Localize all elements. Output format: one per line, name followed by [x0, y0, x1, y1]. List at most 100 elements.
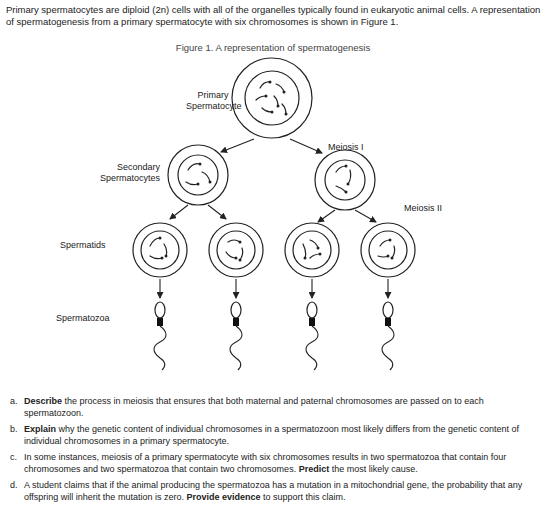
- centromere: [159, 237, 162, 240]
- nucleus: [141, 231, 179, 269]
- question-verb: Provide evidence: [186, 492, 260, 502]
- chromosome: [274, 96, 278, 106]
- centromere: [345, 191, 348, 194]
- chromosome: [228, 240, 240, 242]
- centromere: [265, 95, 268, 98]
- midpiece: [309, 318, 315, 326]
- centromere: [197, 183, 200, 186]
- centromere: [209, 181, 212, 184]
- chromosome: [164, 244, 167, 256]
- cell-membrane: [209, 223, 263, 277]
- arrow: [311, 279, 312, 298]
- chromosome: [150, 238, 160, 246]
- arrow: [170, 205, 188, 219]
- nucleus: [293, 231, 331, 269]
- centromere: [285, 113, 288, 116]
- chromosome: [202, 172, 210, 182]
- chromosome: [380, 240, 390, 246]
- stage-label: Spermatozoa: [56, 313, 136, 324]
- question-text: the process in meiosis that ensures that…: [24, 396, 484, 418]
- spermatozoa: [154, 302, 394, 370]
- spermatozoon: [230, 302, 242, 370]
- arrow: [221, 139, 254, 152]
- cells: [133, 145, 415, 277]
- question-text: to support this claim.: [263, 492, 346, 502]
- nucleus: [217, 231, 255, 269]
- sperm-head: [383, 302, 393, 318]
- stage-label: Secondary Spermatocytes: [76, 162, 160, 184]
- arrow: [318, 210, 335, 222]
- centromere: [304, 257, 307, 260]
- centromere: [391, 257, 394, 260]
- cell-membrane: [133, 223, 187, 277]
- centromere: [269, 81, 272, 84]
- stage-label: Meiosis I: [328, 142, 388, 153]
- cell-label: Primary Spermatocyte: [186, 90, 240, 112]
- chromosome: [226, 252, 236, 258]
- question: d.A student claims that if the animal pr…: [10, 480, 536, 503]
- centromere: [199, 163, 202, 166]
- midpiece: [385, 318, 391, 326]
- chromosome: [336, 186, 346, 192]
- question-letter: d.: [10, 480, 18, 492]
- nucleus: [178, 155, 218, 195]
- nucleus: [245, 71, 299, 125]
- question-letter: b.: [10, 424, 18, 436]
- arrow: [235, 279, 236, 298]
- chromosome: [188, 164, 200, 170]
- tail: [230, 326, 242, 370]
- arrow: [159, 279, 160, 298]
- spermatozoon: [306, 302, 318, 370]
- sperm-head: [231, 302, 241, 318]
- intro-text: Primary spermatocytes are diploid (2n) c…: [6, 4, 542, 28]
- tail: [306, 326, 318, 370]
- question-text: why the genetic content of individual ch…: [24, 424, 519, 446]
- centromere: [271, 111, 274, 114]
- question-letter: a.: [10, 396, 18, 408]
- spermatozoon: [382, 302, 394, 370]
- question-verb: Explain: [24, 424, 56, 434]
- nucleus: [325, 160, 365, 200]
- arrows: [160, 139, 388, 298]
- centromere: [239, 259, 242, 262]
- chromosome: [310, 240, 318, 248]
- chromosome: [186, 182, 198, 185]
- centromere: [387, 255, 390, 258]
- chromosome: [310, 254, 320, 258]
- centromere: [347, 183, 350, 186]
- tail: [154, 326, 166, 370]
- chromosomes: [150, 164, 395, 260]
- question-text: the most likely cause.: [332, 464, 418, 474]
- cell-membrane: [315, 150, 375, 210]
- chromosome: [260, 82, 270, 88]
- cell-membrane: [285, 223, 339, 277]
- chromosome: [336, 166, 346, 172]
- chromosome: [348, 170, 351, 184]
- centromere: [161, 257, 164, 260]
- chromosome: [262, 108, 272, 112]
- chromosome: [303, 244, 306, 258]
- question-text: In some instances, meiosis of a primary …: [24, 452, 506, 474]
- sperm-head: [307, 302, 317, 318]
- centromere: [165, 255, 168, 258]
- arrow: [355, 210, 376, 222]
- centromere: [389, 239, 392, 242]
- cell-outline: [230, 56, 314, 140]
- stage-label: Meiosis II: [404, 203, 464, 214]
- centromere: [239, 241, 242, 244]
- cell-membrane: [232, 58, 312, 138]
- cell-node: Primary Spermatocyte: [230, 56, 314, 140]
- nucleus: [369, 231, 407, 269]
- question-verb: Predict: [299, 464, 330, 474]
- question-verb: Describe: [24, 396, 62, 406]
- centromere: [319, 253, 322, 256]
- centromere: [277, 105, 280, 108]
- chromosome: [378, 256, 388, 257]
- sperm-head: [155, 302, 165, 318]
- arrow: [387, 279, 388, 298]
- chromosome: [240, 248, 243, 260]
- midpiece: [157, 318, 163, 326]
- tail: [382, 326, 394, 370]
- question: b. Explainwhy the genetic content of indi…: [10, 424, 536, 447]
